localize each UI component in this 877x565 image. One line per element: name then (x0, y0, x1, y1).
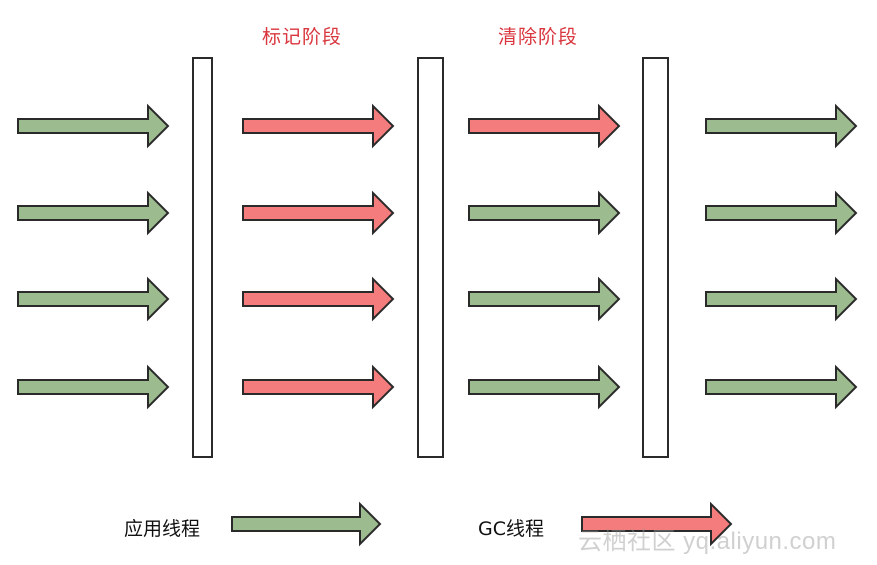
app-thread-arrow-before-pause-3 (17, 276, 170, 322)
gc-thread-arrow-mark-phase-2 (242, 190, 395, 236)
gc-thread-legend-arrow (581, 501, 733, 547)
sweep-phase-label: 清除阶段 (498, 26, 579, 48)
gc-thread-arrow-mark-phase-3 (242, 276, 395, 322)
app-thread-legend-arrow (231, 501, 382, 547)
thread-arrows (17, 103, 858, 410)
app-thread-arrow-sweep-phase-4 (468, 364, 621, 410)
app-thread-arrow-sweep-phase-2 (468, 190, 621, 236)
app-thread-arrow-sweep-phase-3 (468, 276, 621, 322)
gc-thread-arrow-mark-phase-1 (242, 103, 395, 149)
app-thread-arrow-before-pause-2 (17, 190, 170, 236)
safepoint-bar-3 (642, 57, 669, 458)
safepoint-bar-2 (417, 57, 444, 458)
app-thread-legend-label: 应用线程 (124, 518, 201, 540)
site-watermark: 云栖社区 yq.aliyun.com (578, 528, 837, 555)
gc-thread-arrow-mark-phase-4 (242, 364, 395, 410)
mark-phase-label: 标记阶段 (262, 26, 343, 48)
app-thread-arrow-after-pause-3 (705, 276, 858, 322)
app-thread-arrow-before-pause-4 (17, 364, 170, 410)
app-thread-arrow-before-pause-1 (17, 103, 170, 149)
safepoint-bar-1 (192, 57, 213, 458)
gc-thread-legend-label: GC线程 (478, 518, 544, 540)
app-thread-arrow-after-pause-1 (705, 103, 858, 149)
app-thread-arrow-after-pause-4 (705, 364, 858, 410)
gc-thread-arrow-sweep-phase-1 (468, 103, 621, 149)
app-thread-arrow-after-pause-2 (705, 190, 858, 236)
